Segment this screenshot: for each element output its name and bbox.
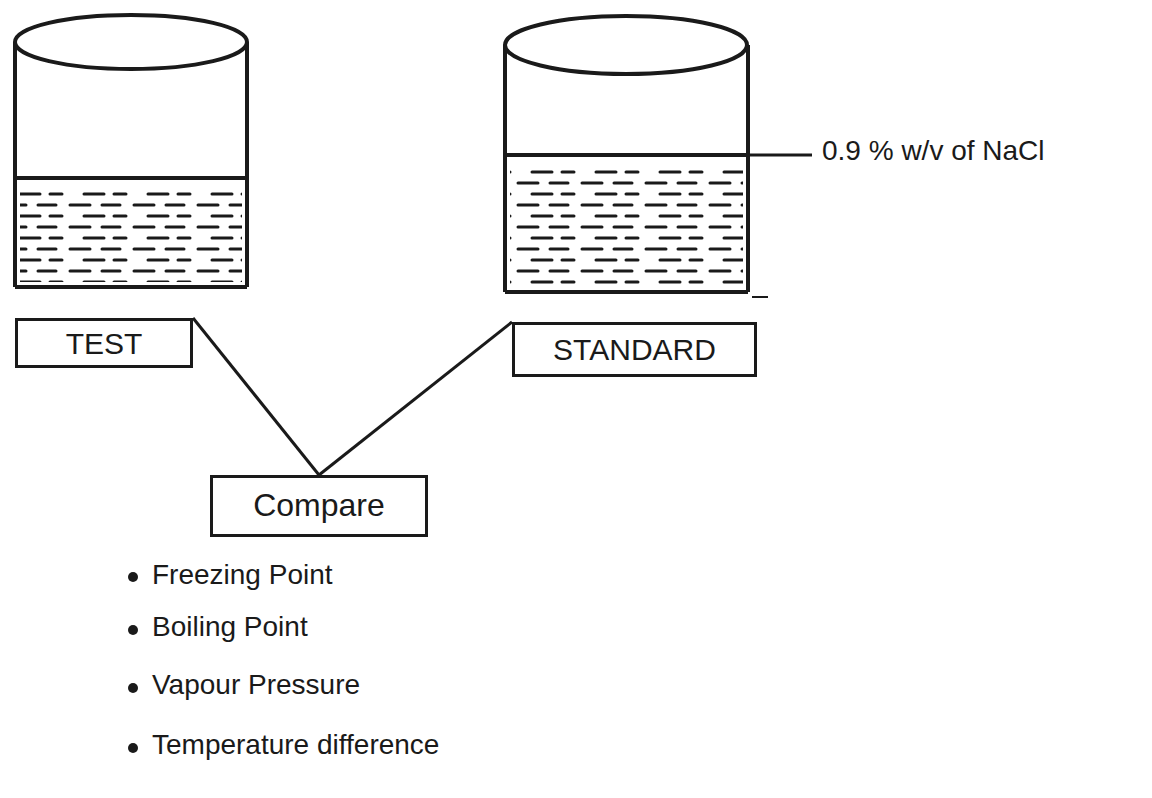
standard-beaker bbox=[505, 16, 768, 297]
test-beaker bbox=[15, 15, 247, 287]
connector-line bbox=[193, 318, 319, 475]
label-box: STANDARD bbox=[512, 322, 757, 377]
callout-label: 0.9 % w/v of NaCl bbox=[822, 136, 1045, 167]
compare-box: Compare bbox=[210, 475, 428, 537]
label-box: TEST bbox=[15, 318, 193, 368]
connector-line bbox=[319, 322, 512, 475]
box-text: Compare bbox=[253, 488, 385, 523]
list-item: Freezing Point bbox=[152, 560, 333, 591]
box-text: STANDARD bbox=[553, 333, 716, 366]
list-item: Temperature difference bbox=[152, 730, 439, 761]
list-item: Boiling Point bbox=[152, 612, 308, 643]
list-item: Vapour Pressure bbox=[152, 670, 360, 701]
bullet-dots bbox=[128, 572, 138, 753]
box-text: TEST bbox=[66, 327, 143, 360]
leader-line bbox=[750, 154, 812, 157]
